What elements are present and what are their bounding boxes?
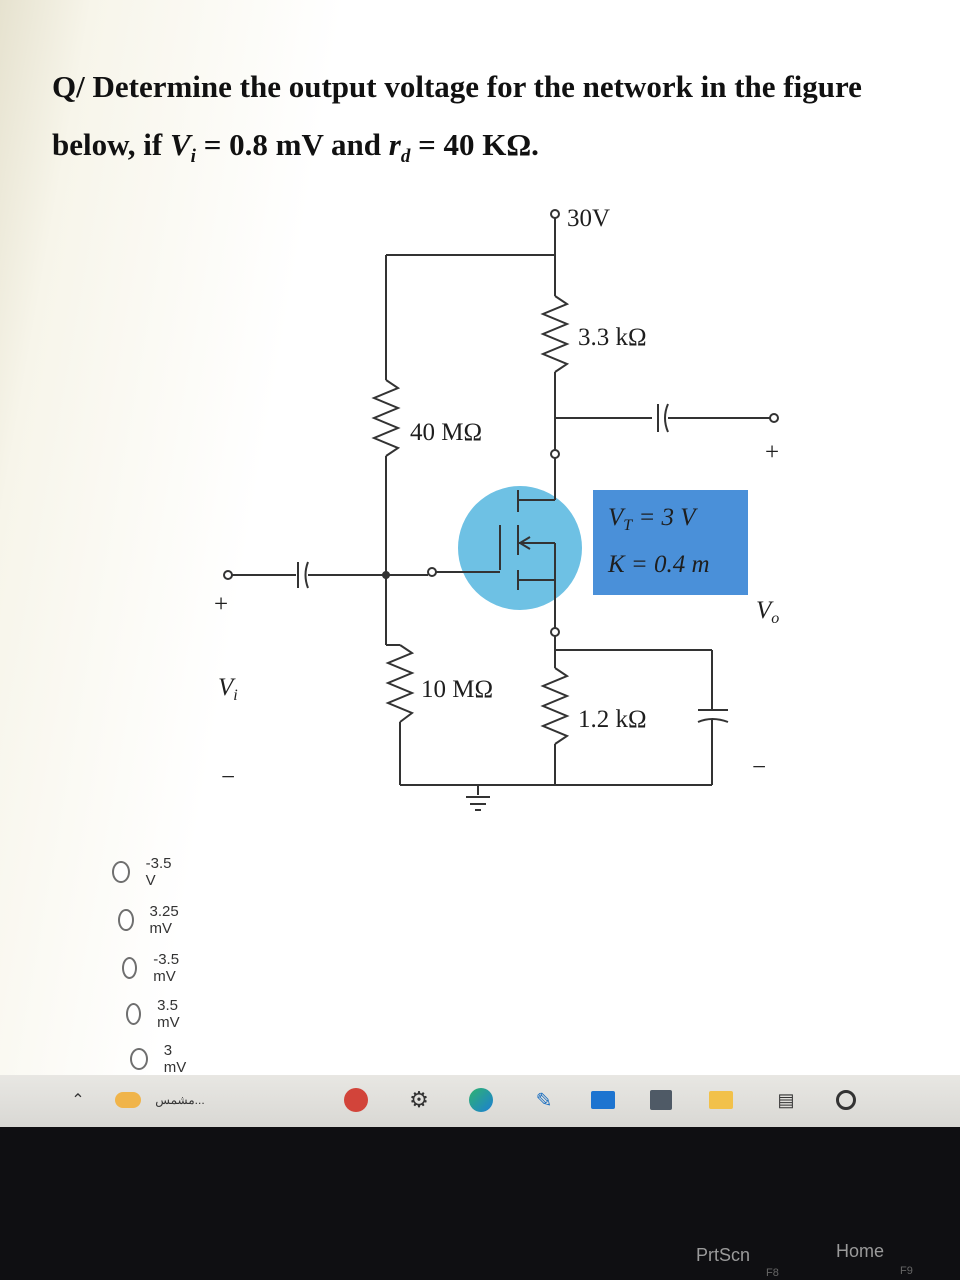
prtscn-key: PrtScn [696,1245,751,1265]
f9-key: F9 [900,1265,913,1277]
browser-page: Q/ Determine the output voltage for the … [0,0,960,1080]
k-label: K = 0.4 m [607,551,710,578]
folder-icon[interactable] [705,1085,737,1115]
pen-icon[interactable]: ✎ [535,1089,553,1112]
search-icon[interactable] [830,1085,862,1115]
mail-icon[interactable] [587,1085,619,1115]
option-1[interactable]: -3.5 V [112,855,176,889]
rs-label: 1.2 kΩ [578,706,647,733]
vo-label: Vo [756,597,779,627]
supply-label: 30V [567,205,610,232]
option-2[interactable]: 3.25 mV [118,903,185,937]
option-4[interactable]: 3.5 mV [126,997,187,1031]
radio-button[interactable] [122,957,138,979]
settings-icon[interactable]: ⚙ [409,1087,429,1112]
rg1-label: 40 MΩ [410,419,482,446]
vo-minus: − [752,754,766,781]
option-label: 3 mV [163,1042,187,1076]
question-line-1: Q/ Determine the output voltage for the … [52,69,862,104]
weather-text[interactable]: مشمس... [155,1093,205,1107]
option-label: -3.5 mV [153,951,180,985]
mosfet-highlight [458,486,582,610]
radio-button[interactable] [130,1048,148,1070]
rd-label: 3.3 kΩ [578,324,647,351]
windows-taskbar: ⌃ مشمس... ⚙ ✎ ▤ [0,1075,960,1127]
rg2-label: 10 MΩ [421,676,493,703]
store-icon[interactable] [645,1085,677,1115]
radio-button[interactable] [118,909,134,931]
option-label: 3.25 mV [149,903,179,937]
radio-button[interactable] [112,861,130,883]
circuit-diagram: 30V 3.3 kΩ 40 MΩ 10 MΩ 1.2 kΩ VT = 3 V K… [214,205,779,811]
keyboard-area: PrtScn F8 Home F9 [0,1127,960,1280]
f8-key: F8 [766,1267,779,1279]
rg2-resistor [385,644,415,723]
weather-icon[interactable] [112,1085,144,1115]
option-5[interactable]: 3 mV [130,1042,191,1076]
mosfet-parameters-box [593,490,748,595]
vo-plus: + [765,439,779,466]
rg1-resistor [371,379,401,457]
option-label: -3.5 V [145,855,172,889]
home-key: Home [836,1241,885,1261]
option-label: 3.5 mV [157,997,180,1031]
edge-icon[interactable] [465,1085,497,1115]
task-view-icon[interactable]: ▤ [777,1089,795,1110]
rs-resistor [540,667,570,745]
vi-plus: + [214,591,228,618]
app-icon[interactable] [340,1085,372,1115]
option-3[interactable]: -3.5 mV [122,951,186,985]
radio-button[interactable] [126,1003,142,1025]
vi-minus: − [221,764,235,791]
vt-label: VT = 3 V [608,504,698,534]
chevron-up-icon[interactable]: ⌃ [71,1092,85,1109]
question-line-2: below, if Vi = 0.8 mV and rd = 40 KΩ. [52,127,539,168]
rd-resistor [540,295,570,373]
vi-label: Vi [218,674,238,704]
